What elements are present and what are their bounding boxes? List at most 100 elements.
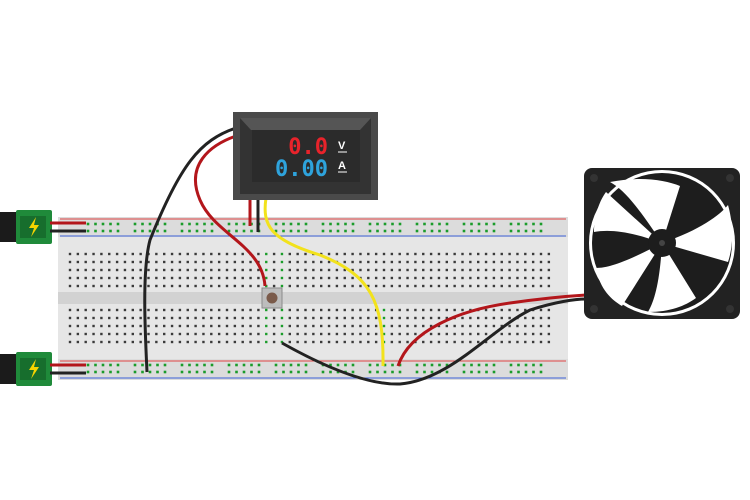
breadboard-hole bbox=[274, 222, 278, 226]
breadboard-hole bbox=[133, 363, 137, 367]
breadboard-hole bbox=[453, 324, 456, 328]
breadboard-hole bbox=[272, 324, 276, 328]
breadboard-hole bbox=[327, 252, 331, 256]
breadboard-hole bbox=[186, 252, 189, 256]
breadboard-hole bbox=[139, 332, 142, 336]
breadboard-hole bbox=[76, 340, 80, 344]
breadboard-hole bbox=[531, 284, 535, 288]
breadboard-hole bbox=[233, 324, 237, 328]
breadboard-hole bbox=[531, 260, 535, 264]
breadboard-hole bbox=[289, 222, 293, 226]
breadboard-hole bbox=[68, 340, 72, 344]
breadboard-hole bbox=[148, 222, 152, 226]
breadboard-hole bbox=[272, 260, 276, 264]
breadboard-hole bbox=[225, 308, 229, 312]
center-channel bbox=[58, 292, 568, 304]
breadboard-hole bbox=[250, 229, 253, 233]
breadboard-hole bbox=[203, 222, 206, 226]
breadboard-hole bbox=[115, 276, 119, 280]
fan-screw bbox=[726, 174, 734, 182]
breadboard-hole bbox=[280, 252, 284, 256]
breadboard-hole bbox=[108, 268, 111, 272]
breadboard-hole bbox=[359, 284, 362, 288]
breadboard-hole bbox=[225, 260, 229, 264]
breadboard-hole bbox=[147, 308, 150, 312]
breadboard-hole bbox=[374, 260, 378, 264]
breadboard-hole bbox=[500, 252, 503, 256]
breadboard-hole bbox=[225, 268, 229, 272]
breadboard-hole bbox=[343, 324, 346, 328]
breadboard-hole bbox=[406, 268, 409, 272]
breadboard-hole bbox=[492, 229, 496, 233]
breadboard-hole bbox=[531, 340, 535, 344]
breadboard-hole bbox=[359, 340, 362, 344]
breadboard-hole bbox=[265, 340, 268, 344]
breadboard-hole bbox=[163, 340, 166, 344]
breadboard-hole bbox=[147, 340, 150, 344]
breadboard-hole bbox=[225, 252, 229, 256]
voltage-unit: V bbox=[338, 140, 346, 152]
breadboard-hole bbox=[462, 229, 466, 233]
breadboard-hole bbox=[517, 370, 520, 374]
breadboard-hole bbox=[170, 252, 174, 256]
breadboard-hole bbox=[100, 276, 103, 280]
breadboard-hole bbox=[227, 222, 231, 226]
breadboard-hole bbox=[272, 308, 276, 312]
breadboard-hole bbox=[304, 222, 308, 226]
breadboard-hole bbox=[241, 284, 244, 288]
breadboard-hole bbox=[108, 316, 111, 320]
breadboard-hole bbox=[92, 268, 95, 272]
breadboard-hole bbox=[139, 316, 142, 320]
breadboard-hole bbox=[484, 284, 488, 288]
breadboard-hole bbox=[335, 308, 339, 312]
breadboard-hole bbox=[383, 229, 387, 233]
breadboard-hole bbox=[335, 324, 339, 328]
breadboard-hole bbox=[398, 370, 402, 374]
breadboard-hole bbox=[296, 268, 299, 272]
breadboard-hole bbox=[92, 308, 95, 312]
breadboard-hole bbox=[351, 340, 354, 344]
breadboard-hole bbox=[282, 370, 285, 374]
breadboard-hole bbox=[156, 229, 159, 233]
breadboard-hole bbox=[225, 284, 229, 288]
breadboard-hole bbox=[516, 268, 519, 272]
fan-screw bbox=[726, 305, 734, 313]
breadboard-hole bbox=[68, 268, 72, 272]
breadboard-hole bbox=[288, 332, 291, 336]
breadboard-hole bbox=[210, 276, 213, 280]
breadboard-hole bbox=[406, 316, 409, 320]
breadboard-hole bbox=[147, 332, 150, 336]
breadboard-hole bbox=[202, 332, 205, 336]
breadboard-hole bbox=[414, 260, 417, 264]
breadboard-hole bbox=[170, 308, 174, 312]
breadboard-hole bbox=[445, 324, 448, 328]
breadboard-hole bbox=[406, 276, 409, 280]
breadboard-hole bbox=[131, 252, 134, 256]
breadboard-hole bbox=[235, 229, 238, 233]
breadboard-hole bbox=[217, 324, 221, 328]
breadboard-hole bbox=[147, 316, 150, 320]
breadboard-hole bbox=[329, 229, 332, 233]
breadboard-hole bbox=[210, 229, 214, 233]
breadboard-hole bbox=[500, 324, 503, 328]
breadboard-hole bbox=[217, 268, 221, 272]
push-button[interactable] bbox=[261, 287, 283, 309]
breadboard-hole bbox=[398, 268, 401, 272]
breadboard-hole bbox=[241, 308, 244, 312]
breadboard-hole bbox=[131, 340, 134, 344]
breadboard-hole bbox=[155, 276, 158, 280]
breadboard-hole bbox=[382, 260, 386, 264]
breadboard-hole bbox=[453, 252, 456, 256]
push-button-icon bbox=[266, 292, 278, 304]
breadboard-hole bbox=[203, 229, 206, 233]
breadboard-hole bbox=[86, 370, 90, 374]
breadboard-hole bbox=[202, 252, 205, 256]
breadboard-hole bbox=[524, 268, 527, 272]
breadboard-hole bbox=[265, 260, 268, 264]
breadboard-hole bbox=[280, 276, 284, 280]
breadboard-hole bbox=[437, 316, 441, 320]
breadboard-hole bbox=[509, 222, 513, 226]
breadboard-hole bbox=[327, 332, 331, 336]
breadboard-hole bbox=[484, 276, 488, 280]
breadboard-hole bbox=[508, 268, 511, 272]
